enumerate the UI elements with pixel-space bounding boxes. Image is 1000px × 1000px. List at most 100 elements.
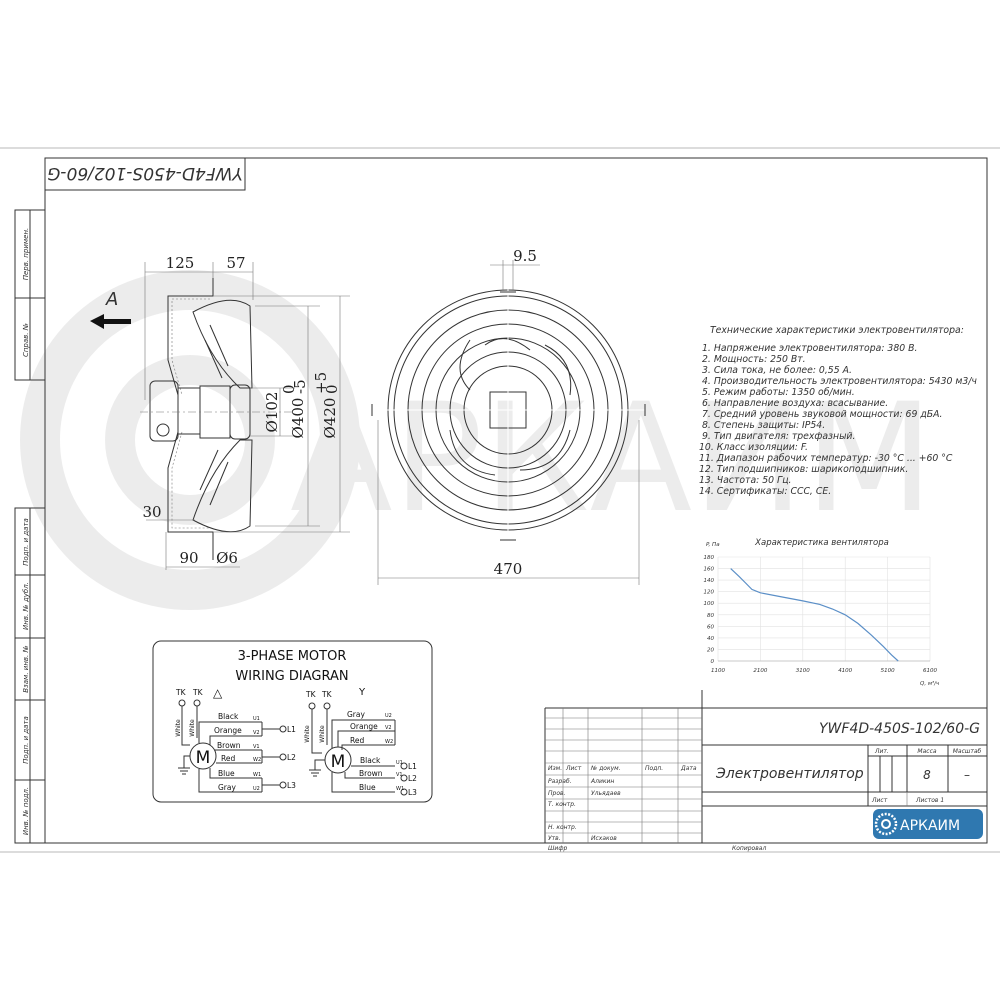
cipher-label: Шифр (548, 845, 567, 852)
dim-420-tol-up: +5 (312, 372, 330, 394)
wire-label: Black (360, 756, 381, 765)
white-wire-label: White (189, 719, 196, 737)
rotated-model-code: YWF4D-450S-102/60-G (47, 163, 243, 183)
chart-title: Характеристика вентилятора (754, 538, 889, 548)
wire-label: Black (218, 712, 239, 721)
wire-label: Brown (359, 769, 383, 778)
model-code: YWF4D-450S-102/60-G (819, 721, 980, 737)
dim-420: Ø420 (321, 398, 339, 439)
tk-label: TK (175, 688, 187, 697)
spec-item: 14. Сертификаты: ССС, СЕ. (699, 486, 831, 497)
logo-text: АРКАИМ (900, 818, 960, 834)
brand-logo (873, 809, 983, 839)
side-label: Подп. и дата (22, 716, 30, 764)
line-label: L1 (287, 725, 296, 734)
mass-value: 8 (923, 768, 931, 782)
side-label: Инв. № дубл. (22, 582, 30, 630)
spec-item: 13. Частота: 50 Гц. (699, 475, 791, 486)
lit-label: Лит. (874, 748, 889, 755)
role-person: Ульядаев (591, 790, 621, 797)
y-tick-label: 60 (707, 624, 714, 630)
x-tick-label: 2100 (753, 668, 767, 674)
spec-item: 9. Тип двигателя: трехфазный. (702, 431, 855, 442)
rotated-stamp: YWF4D-450S-102/60-G (44, 157, 246, 191)
spec-item: 8. Степень защиты: IP54. (702, 420, 825, 431)
role-person: Исхаков (591, 835, 617, 842)
x-tick-label: 4100 (838, 668, 852, 674)
wire-label: Red (350, 736, 364, 745)
white-wire-label: White (175, 719, 182, 737)
x-tick-label: 5100 (881, 668, 895, 674)
y-tick-label: 140 (704, 578, 715, 584)
side-label: Справ. № (22, 323, 30, 357)
spec-item: 10. Класс изоляции: F. (699, 442, 808, 453)
watermark-text: АРКАИМ (290, 372, 934, 546)
side-label: Подп. и дата (22, 518, 30, 566)
ground-icon (178, 755, 190, 775)
role-label: Разраб. (548, 778, 572, 785)
terminal-label: U1 (253, 716, 260, 722)
tk-label: TK (321, 690, 333, 699)
wire-label: Red (221, 754, 235, 763)
blade (192, 439, 253, 533)
dim-6: Ø6 (216, 549, 238, 567)
wire-label: Orange (214, 726, 242, 735)
x-tick-label: 6100 (923, 668, 937, 674)
tk-label: TK (305, 690, 317, 699)
watermark: АРКАИМ (20, 270, 934, 610)
delta-symbol: △ (213, 686, 223, 700)
spec-item: 7. Средний уровень звуковой мощности: 69… (702, 409, 942, 420)
line-label: L3 (408, 788, 417, 797)
role-person: Аликин (590, 778, 614, 785)
y-tick-label: 100 (704, 601, 715, 607)
header-doc: № докум. (590, 765, 621, 772)
rotor-hub (229, 384, 251, 440)
terminal-label: V2 (253, 730, 260, 736)
wire-label: Gray (347, 710, 365, 719)
wiring-title-1: 3-PHASE MOTOR (238, 649, 347, 664)
role-label: Утв. (548, 835, 561, 842)
y-tick-label: 20 (707, 647, 714, 653)
header-sign: Подп. (645, 765, 663, 772)
dim-102: Ø102 (263, 392, 281, 433)
line-label: L2 (287, 753, 296, 762)
header-izm: Изм. (548, 765, 562, 772)
spec-item: 11. Диапазон рабочих температур: -30 °С … (699, 453, 953, 464)
series-line (730, 568, 899, 662)
ground-icon (309, 759, 325, 777)
dim-125: 125 (166, 254, 195, 272)
terminal-label: W2 (253, 757, 261, 763)
impeller-blades (449, 338, 572, 476)
terminal-label: W1 (253, 772, 261, 778)
line-label: L1 (408, 762, 417, 771)
terminal-label: U2 (385, 713, 392, 719)
dim-90: 90 (179, 549, 198, 567)
wire-label: Gray (218, 783, 236, 792)
star-symbol: Y (358, 687, 366, 698)
role-label: Н. контр. (548, 824, 577, 831)
y-tick-label: 80 (707, 613, 714, 619)
dim-470: 470 (494, 560, 523, 578)
y-tick-label: 40 (707, 636, 714, 642)
view-label: A (105, 289, 118, 310)
mass-label: Масса (917, 748, 936, 755)
product-name: Электровентилятор (715, 766, 864, 782)
wire-label: Blue (218, 769, 235, 778)
y-tick-label: 120 (704, 590, 715, 596)
x-tick-label: 3100 (796, 668, 810, 674)
fan-front-view: 470 9.5 (371, 247, 646, 585)
terminal-label: V1 (396, 772, 403, 778)
dim-400: Ø400 (289, 398, 307, 439)
dim-400-tol-low: -5 (291, 379, 309, 394)
fan-side-view: A 125 57 30 90 Ø6 (90, 254, 350, 570)
specifications: Технические характеристики электровентил… (699, 325, 977, 497)
line-label: L3 (287, 781, 296, 790)
spec-item: 2. Мощность: 250 Вт. (702, 354, 806, 365)
delta-connection: TK TK △ White White M Black Orange Brown… (175, 686, 296, 793)
motor-symbol: M (196, 748, 211, 768)
logo-gear-icon (874, 812, 898, 836)
dim-400-tol-up: 0 (280, 384, 298, 394)
dim-420-tol-low: 0 (323, 384, 341, 394)
y-tick-label: 0 (711, 659, 715, 665)
